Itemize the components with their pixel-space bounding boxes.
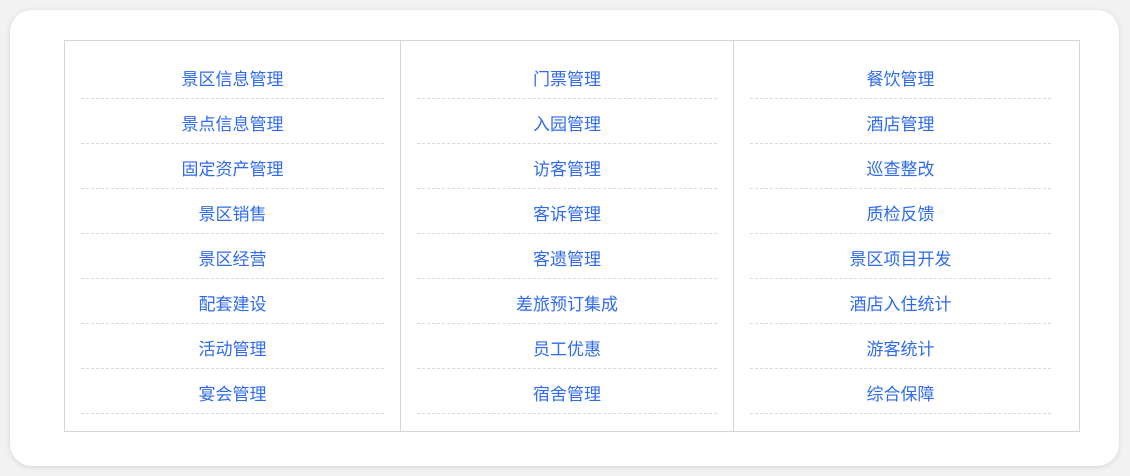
module-link[interactable]: 质检反馈 (750, 190, 1051, 234)
module-link[interactable]: 景区经营 (81, 235, 384, 279)
module-link[interactable]: 活动管理 (81, 325, 384, 369)
module-link[interactable]: 宿舍管理 (417, 370, 717, 414)
module-link[interactable]: 门票管理 (417, 55, 717, 99)
module-link[interactable]: 差旅预订集成 (417, 280, 717, 324)
module-link[interactable]: 固定资产管理 (81, 145, 384, 189)
module-link[interactable]: 宴会管理 (81, 370, 384, 414)
module-link[interactable]: 景区项目开发 (750, 235, 1051, 279)
modules-card: 景区信息管理景点信息管理固定资产管理景区销售景区经营配套建设活动管理宴会管理 门… (10, 10, 1119, 466)
module-link[interactable]: 巡查整改 (750, 145, 1051, 189)
module-link[interactable]: 景区信息管理 (81, 55, 384, 99)
module-link[interactable]: 游客统计 (750, 325, 1051, 369)
module-column-1: 景区信息管理景点信息管理固定资产管理景区销售景区经营配套建设活动管理宴会管理 (65, 41, 400, 431)
module-link[interactable]: 访客管理 (417, 145, 717, 189)
module-link[interactable]: 酒店入住统计 (750, 280, 1051, 324)
module-column-3: 餐饮管理酒店管理巡查整改质检反馈景区项目开发酒店入住统计游客统计综合保障 (733, 41, 1079, 431)
module-link[interactable]: 综合保障 (750, 370, 1051, 414)
module-link[interactable]: 客遗管理 (417, 235, 717, 279)
module-link[interactable]: 酒店管理 (750, 100, 1051, 144)
module-link[interactable]: 员工优惠 (417, 325, 717, 369)
module-link[interactable]: 配套建设 (81, 280, 384, 324)
modules-grid: 景区信息管理景点信息管理固定资产管理景区销售景区经营配套建设活动管理宴会管理 门… (64, 40, 1080, 432)
module-link[interactable]: 景点信息管理 (81, 100, 384, 144)
module-link[interactable]: 景区销售 (81, 190, 384, 234)
module-link[interactable]: 客诉管理 (417, 190, 717, 234)
module-link[interactable]: 餐饮管理 (750, 55, 1051, 99)
module-link[interactable]: 入园管理 (417, 100, 717, 144)
module-column-2: 门票管理入园管理访客管理客诉管理客遗管理差旅预订集成员工优惠宿舍管理 (400, 41, 733, 431)
